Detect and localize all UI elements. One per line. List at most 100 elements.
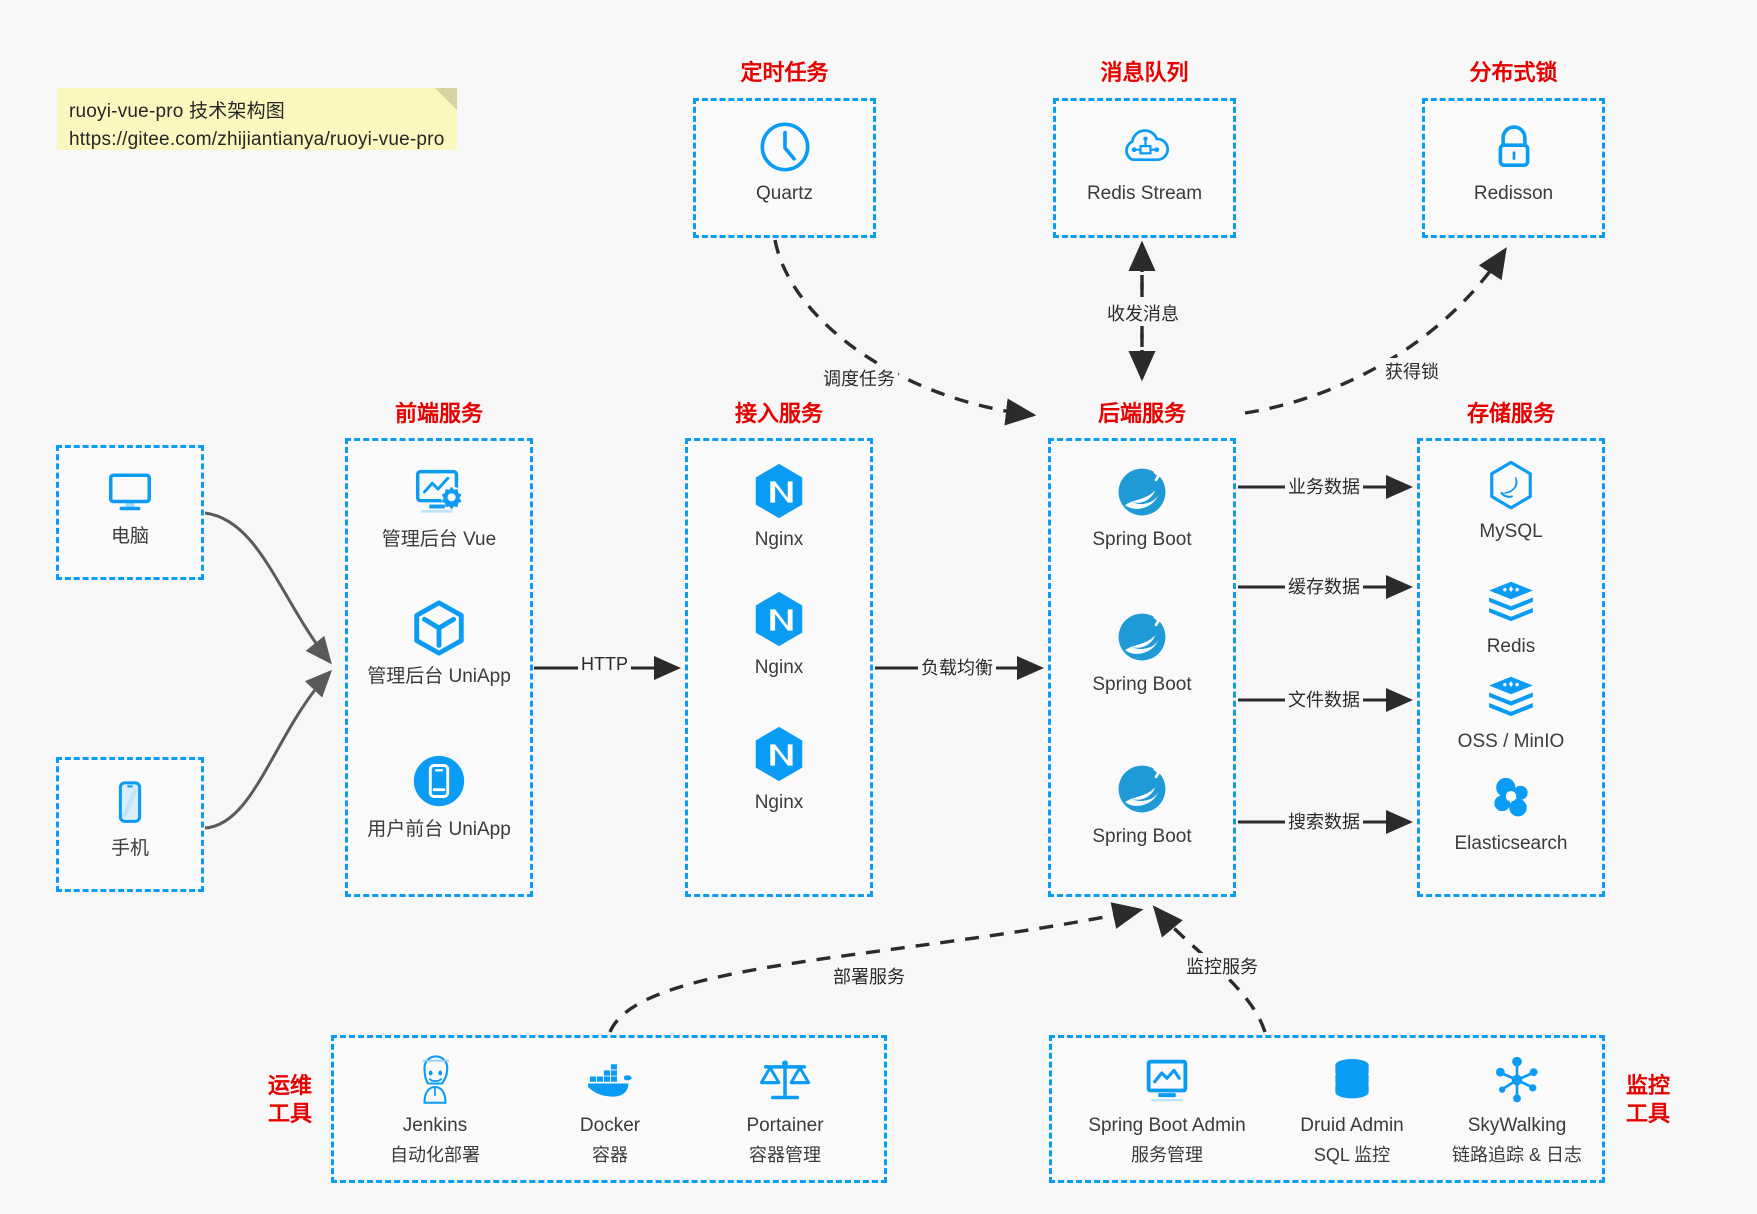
group-box-storage[interactable] [1417,438,1605,897]
group-title-distributed-lock: 分布式锁 [1469,60,1558,85]
lock-icon [1498,125,1529,167]
node-redis-stream[interactable]: Redis Stream [1053,118,1236,206]
group-box-frontend[interactable] [345,438,533,897]
group-title-storage: 存储服务 [1466,401,1555,426]
node-label: Quartz [755,183,814,204]
group-box-monitoring[interactable] [1049,1035,1605,1183]
edge-label-http: HTTP [578,654,631,675]
node-label: Elasticsearch [1454,833,1568,854]
node-user-uniapp[interactable]: 用户前台 UniApp [345,750,533,842]
node-spring-boot-1[interactable]: Spring Boot [1048,462,1236,552]
group-box-client-mobile[interactable] [56,757,204,892]
node-spring-boot-2[interactable]: Spring Boot [1048,607,1236,697]
node-label: 管理后台 Vue [381,529,497,550]
docker-icon [588,1064,632,1097]
node-admin-vue[interactable]: 管理后台 Vue [345,460,533,552]
node-label: Nginx [754,792,804,813]
node-oss-minio[interactable]: OSS / MinIO [1417,668,1605,754]
node-redis[interactable]: Redis [1417,573,1605,659]
group-box-distributed-lock[interactable] [1422,98,1605,238]
group-title-devops-line1: 运维 [267,1073,312,1098]
edge-quartz-to-backend [773,239,1037,426]
node-redisson[interactable]: Redisson [1422,118,1605,206]
node-sublabel: SQL 监控 [1313,1144,1391,1165]
nginx-icon [755,726,803,782]
spring-boot-icon [1118,765,1166,813]
edge-label-search-data: 搜索数据 [1285,808,1363,834]
edge-mobile-to-frontend [204,669,333,830]
monitor-chart-icon [1146,1059,1188,1102]
cloud-stream-icon [1124,129,1169,162]
node-sublabel: 容器管理 [749,1144,821,1165]
nginx-icon [755,591,803,647]
node-label: Redisson [1473,183,1554,204]
title-sticky-note: ruoyi-vue-pro 技术架构图 https://gitee.com/zh… [57,88,457,150]
group-title-devops: 运维 工具 [255,1072,325,1127]
node-desktop-client[interactable]: 电脑 [56,463,204,549]
spring-boot-icon [1118,468,1166,516]
node-label: Nginx [754,657,804,678]
node-label: 用户前台 UniApp [367,819,511,840]
note-folded-corner-icon [435,88,457,110]
group-box-devops[interactable] [331,1035,887,1183]
node-druid-admin[interactable]: Druid Admin SQL 监控 [1272,1052,1432,1166]
jenkins-icon [422,1055,449,1104]
node-portainer[interactable]: Portainer 容器管理 [705,1052,865,1166]
node-label: 管理后台 UniApp [367,666,511,687]
cube-icon [414,600,464,656]
node-nginx-1[interactable]: Nginx [685,460,873,552]
group-title-message-queue: 消息队列 [1100,60,1189,85]
nginx-icon [755,463,803,519]
node-jenkins[interactable]: Jenkins 自动化部署 [355,1052,515,1166]
node-mysql[interactable]: MySQL [1417,458,1605,544]
node-sublabel: 自动化部署 [390,1144,480,1165]
edge-label-load-balance: 负载均衡 [918,654,996,680]
node-label: Nginx [754,529,804,550]
group-title-frontend: 前端服务 [394,401,483,426]
node-quartz[interactable]: Quartz [693,118,876,206]
node-spring-boot-admin[interactable]: Spring Boot Admin 服务管理 [1072,1052,1262,1166]
clock-icon [760,122,809,172]
node-label: Spring Boot [1092,529,1192,550]
group-title-scheduled-task: 定时任务 [740,60,829,85]
note-line-1: ruoyi-vue-pro 技术架构图 [69,101,286,122]
node-skywalking[interactable]: SkyWalking 链路追踪 & 日志 [1432,1052,1602,1166]
database-icon [1335,1059,1369,1099]
group-title-monitoring: 监控 工具 [1613,1072,1683,1127]
group-title-backend: 后端服务 [1097,401,1186,426]
node-mobile-client[interactable]: 手机 [56,775,204,861]
group-title-devops-line2: 工具 [267,1100,312,1126]
node-label: Spring Boot [1092,826,1192,847]
note-line-2: https://gitee.com/zhijiantianya/ruoyi-vu… [69,128,445,150]
group-box-client-desktop[interactable] [56,445,204,580]
node-nginx-3[interactable]: Nginx [685,723,873,815]
group-box-message-queue[interactable] [1053,98,1236,238]
node-label: Docker [579,1115,641,1136]
node-admin-uniapp[interactable]: 管理后台 UniApp [345,597,533,689]
skywalking-icon [1496,1056,1538,1103]
edge-label-send-receive-message: 收发消息 [1104,300,1182,326]
node-nginx-2[interactable]: Nginx [685,588,873,680]
mysql-icon [1490,460,1532,510]
edge-label-cache-data: 缓存数据 [1285,573,1363,599]
group-title-monitoring-line1: 监控 [1625,1073,1670,1098]
node-label: OSS / MinIO [1457,731,1565,752]
node-label: Spring Boot Admin [1088,1115,1246,1136]
edge-label-acquire-lock: 获得锁 [1382,358,1442,384]
edge-label-schedule-task: 调度任务 [820,365,898,391]
node-label: MySQL [1479,521,1543,542]
node-label: 手机 [110,838,149,859]
node-label: Redis [1486,636,1536,657]
node-elasticsearch[interactable]: Elasticsearch [1417,770,1605,856]
node-spring-boot-3[interactable]: Spring Boot [1048,759,1236,849]
edge-backend-to-redisson [1244,247,1507,415]
edge-label-business-data: 业务数据 [1285,473,1363,499]
phone-round-icon [413,755,465,807]
edge-label-deploy-service: 部署服务 [830,963,908,989]
mobile-icon [118,781,142,823]
node-docker[interactable]: Docker 容器 [530,1052,690,1166]
dashboard-gear-icon [415,469,463,513]
group-title-gateway: 接入服务 [734,401,823,426]
node-label: 电脑 [110,526,149,547]
